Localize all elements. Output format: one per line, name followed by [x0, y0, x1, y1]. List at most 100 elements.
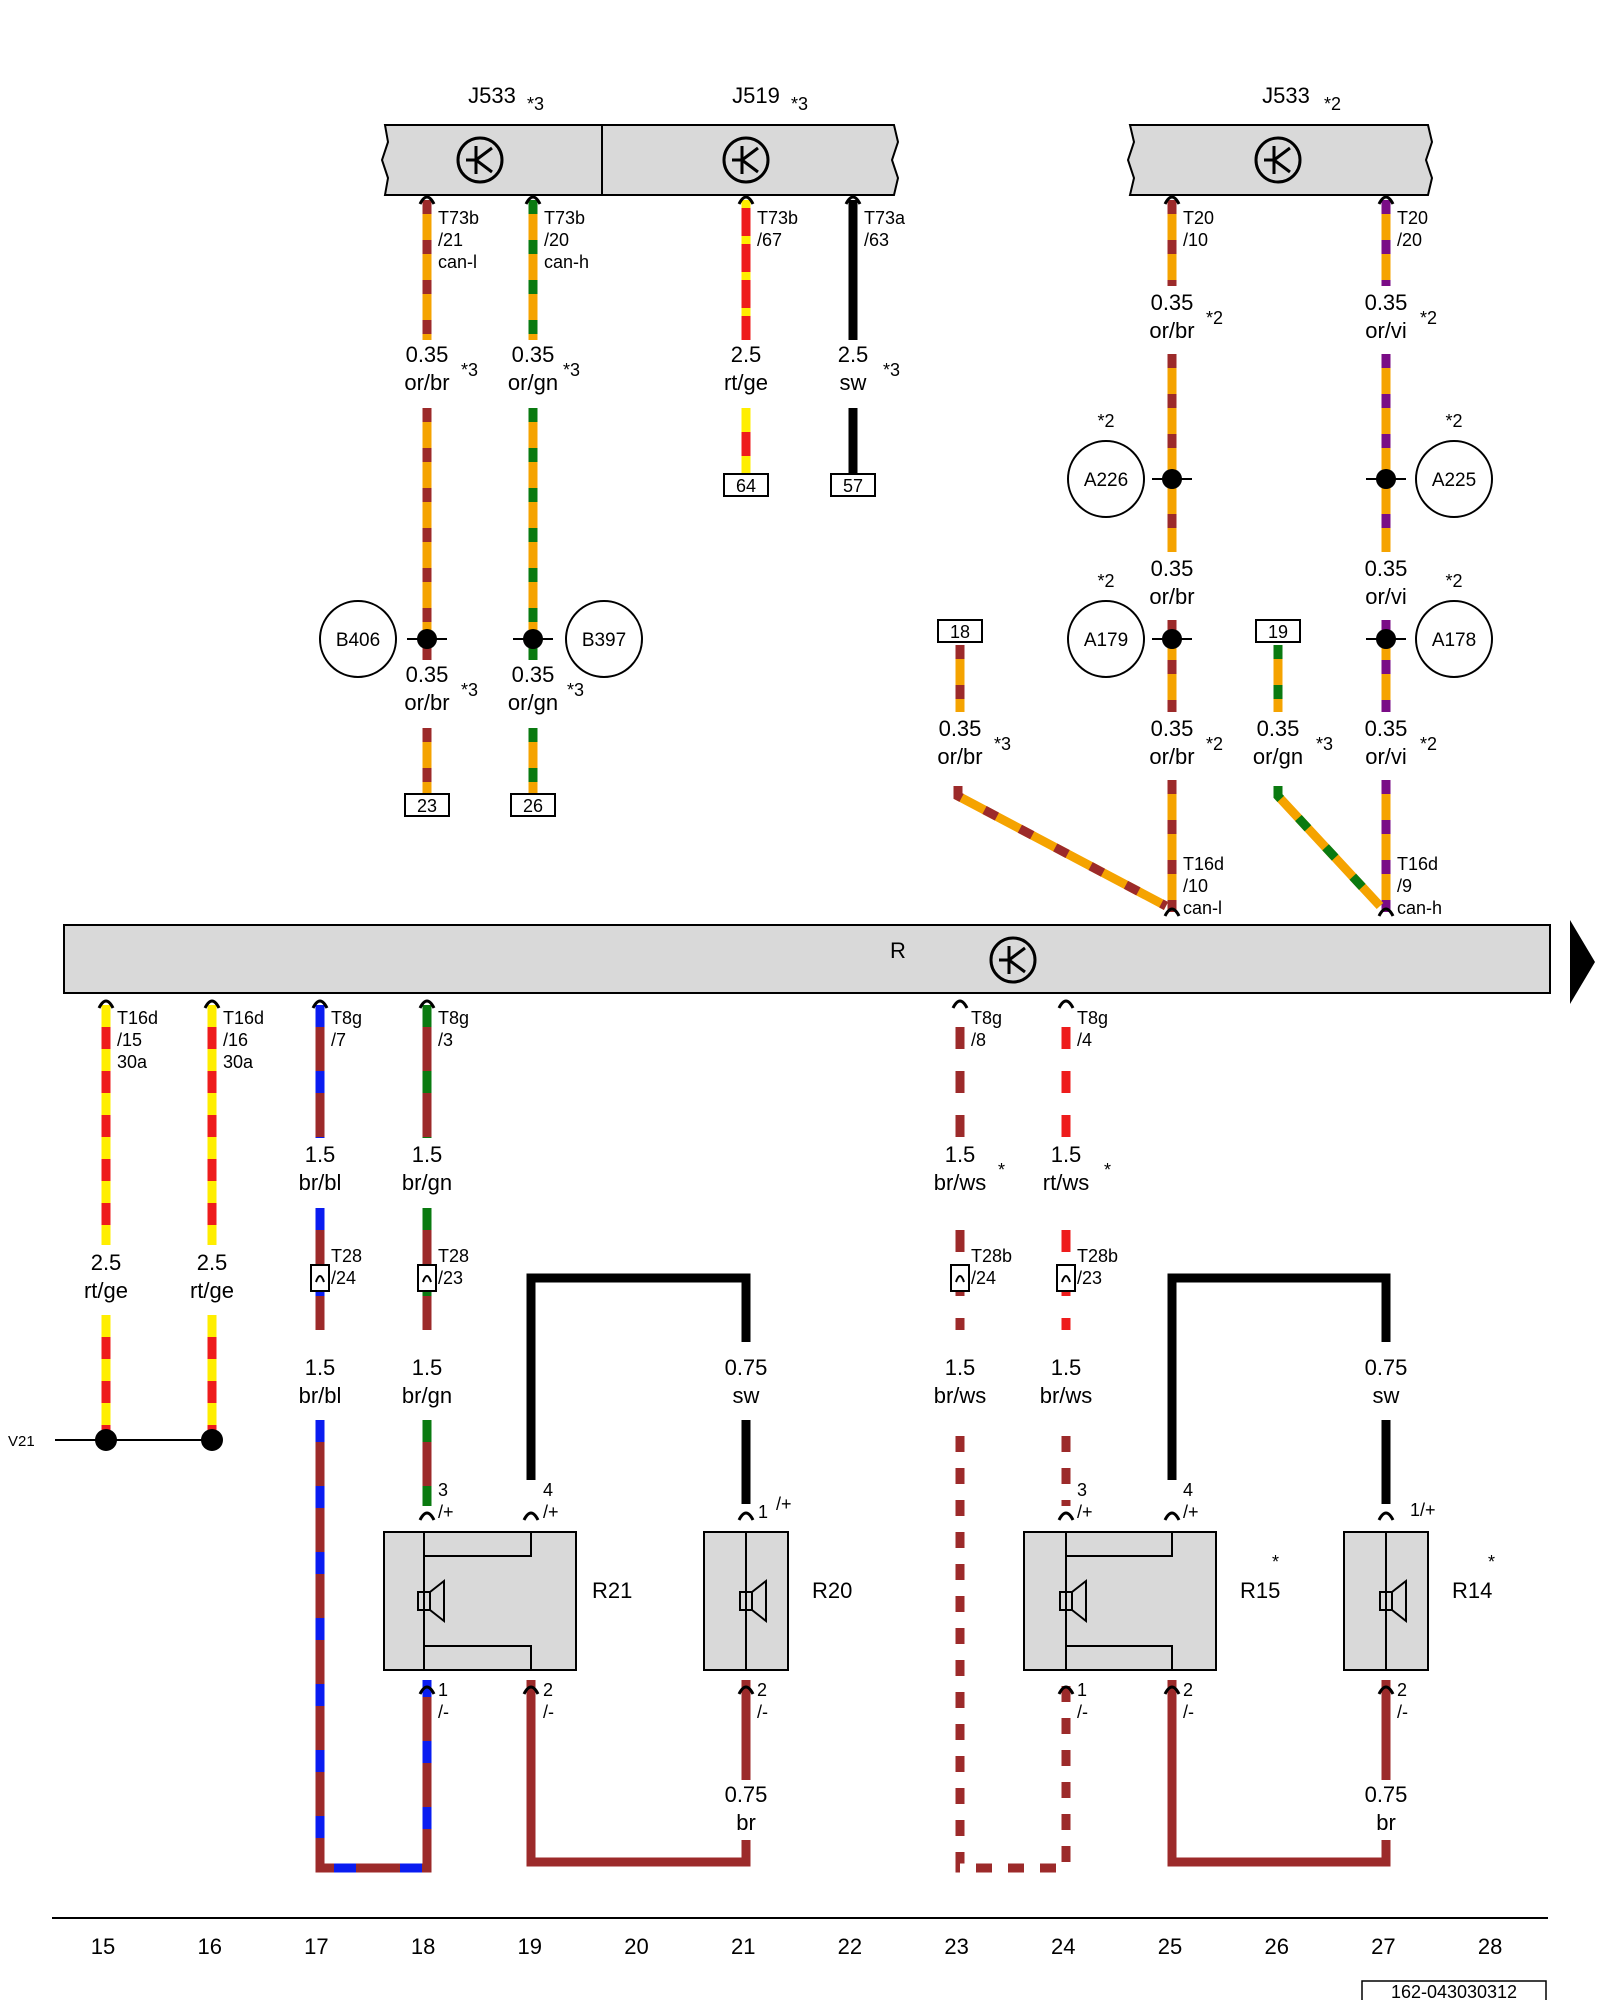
- wire-label-6-color: or/vi: [1365, 318, 1407, 343]
- inline-connector-hook: [955, 1275, 965, 1283]
- ref-64-box: [723, 473, 769, 497]
- speaker-icon: [417, 1578, 445, 1624]
- pin-r14-1: 1/+: [1410, 1500, 1436, 1520]
- wire-label-4-color: sw: [840, 370, 867, 395]
- splice-b397-label: B397: [582, 630, 626, 651]
- j533b-note: *2: [1324, 94, 1341, 114]
- connector-hook-icon: [737, 195, 755, 205]
- conn-t20-10-line1: /10: [1183, 230, 1208, 250]
- control-unit-r: R: [63, 924, 1551, 994]
- r14-note: *: [1488, 1552, 1495, 1572]
- wire-label-22-gauge: 1.5: [412, 1355, 443, 1380]
- pin-r15-2-line1: /-: [1183, 1702, 1194, 1722]
- splice-b397-circle: [565, 600, 643, 678]
- connector-hook-icon: [522, 1685, 540, 1695]
- conn-t8g-7-line0: T8g: [331, 1008, 362, 1028]
- wire-label-4-gauge: 2.5: [838, 342, 869, 367]
- conn-t16d-16-line0: T16d: [223, 1008, 264, 1028]
- diagram-id: 162-043030312: [1391, 1982, 1517, 2000]
- wire-label-28-gauge: 0.75: [1365, 1782, 1408, 1807]
- conn-t28b-23-line0: T28b: [1077, 1246, 1118, 1266]
- connector-hook-icon: [1163, 1511, 1181, 1521]
- conn-t16d-15-line2: 30a: [117, 1052, 148, 1072]
- connector-hook-icon: [1377, 907, 1395, 917]
- pin-r20-2-line0: 2: [757, 1680, 767, 1700]
- wire-label-20-color: rt/ge: [190, 1278, 234, 1303]
- conn-t16d-15-line1: /15: [117, 1030, 142, 1050]
- wire-br-ws-23-loop-stripe: [955, 1420, 1071, 1873]
- pin-r21-2-line0: 2: [543, 1680, 553, 1700]
- wire-label-27-color: br: [736, 1810, 756, 1835]
- wire-label-14-color: or/vi: [1365, 744, 1407, 769]
- scale-number: 26: [1264, 1934, 1288, 1959]
- wire-label-14-gauge: 0.35: [1365, 716, 1408, 741]
- pin-r15-3-line1: /+: [1077, 1502, 1093, 1522]
- wire-label-6-gauge: 0.35: [1365, 290, 1408, 315]
- wire-label-13-note: *3: [1316, 734, 1333, 754]
- wire-label-26-color: sw: [1373, 1383, 1400, 1408]
- conn-t8g-3-line0: T8g: [438, 1008, 469, 1028]
- conn-t73b-67-line0: T73b: [757, 208, 798, 228]
- splice-a225-note: *2: [1445, 411, 1462, 431]
- connector-hook-icon: [522, 1511, 540, 1521]
- wire-label-20-gauge: 2.5: [197, 1250, 228, 1275]
- conn-t73b-20-line2: can-h: [544, 252, 589, 272]
- ref-23-box: [404, 793, 450, 817]
- conn-t73a-63-line1: /63: [864, 230, 889, 250]
- splice-a226-label: A226: [1084, 470, 1128, 491]
- splice-a225-label: A225: [1432, 470, 1476, 491]
- connector-hook-icon: [737, 1685, 755, 1695]
- pin-r21-3-line0: 3: [438, 1480, 448, 1500]
- wire-label-2-color: or/gn: [508, 370, 558, 395]
- splice-a178-dot: [1376, 629, 1396, 649]
- speaker-icon: [739, 1578, 767, 1624]
- wire-label-23-gauge: 0.75: [725, 1355, 768, 1380]
- scale-number: 19: [518, 1934, 542, 1959]
- wire-label-23-color: sw: [733, 1383, 760, 1408]
- inline-connector-icon: [417, 1264, 437, 1292]
- pin-r14-2-line1: /-: [1397, 1702, 1408, 1722]
- splice-a178-note: *2: [1445, 571, 1462, 591]
- wire-label-13-color: or/gn: [1253, 744, 1303, 769]
- pin-r20-1: 1: [758, 1502, 768, 1522]
- wire-label-7-note: *3: [461, 680, 478, 700]
- pin-r15-4-line1: /+: [1183, 1502, 1199, 1522]
- connector-hook-icon: [418, 1511, 436, 1521]
- splice-a179-circle: [1067, 600, 1145, 678]
- pin-r14-2-line0: 2: [1397, 1680, 1407, 1700]
- wire-label-4-note: *3: [883, 360, 900, 380]
- pin-r21-4-line1: /+: [543, 1502, 559, 1522]
- wire-label-13-gauge: 0.35: [1257, 716, 1300, 741]
- wire-label-5-gauge: 0.35: [1151, 290, 1194, 315]
- conn-t73b-20-line1: /20: [544, 230, 569, 250]
- scale-number: 27: [1371, 1934, 1395, 1959]
- wire-label-27-gauge: 0.75: [725, 1782, 768, 1807]
- speaker-r14: R14 *: [1343, 1531, 1495, 1671]
- connector-hook-icon: [1377, 195, 1395, 205]
- inline-connector-icon: [950, 1264, 970, 1292]
- wire-label-28-color: br: [1376, 1810, 1396, 1835]
- conn-t16d-16-line2: 30a: [223, 1052, 254, 1072]
- connector-hook-icon: [1163, 907, 1181, 917]
- scale-number: 24: [1051, 1934, 1075, 1959]
- splice-a225-circle: [1415, 440, 1493, 518]
- wire-label-25-gauge: 1.5: [1051, 1355, 1082, 1380]
- connector-hook-icon: [844, 195, 862, 205]
- conn-t73b-67-line1: /67: [757, 230, 782, 250]
- conn-t20-20-line1: /20: [1397, 230, 1422, 250]
- wire-label-24-color: br/ws: [934, 1383, 987, 1408]
- speaker-r15: R15 *: [1023, 1531, 1280, 1671]
- inline-connector-hook: [315, 1275, 325, 1283]
- speaker-icon: [1059, 1578, 1087, 1624]
- wire-label-9-gauge: 0.35: [1151, 556, 1194, 581]
- conn-t73a-63-line0: T73a: [864, 208, 906, 228]
- conn-t73b-21-line1: /21: [438, 230, 463, 250]
- wire-label-1-note: *3: [461, 360, 478, 380]
- wire-label-1-gauge: 0.35: [406, 342, 449, 367]
- wire-label-7-gauge: 0.35: [406, 662, 449, 687]
- wire-label-11-note: *3: [994, 734, 1011, 754]
- ref-19: 19: [1268, 622, 1288, 642]
- conn-t16d-10-line2: can-l: [1183, 898, 1222, 918]
- scale-number: 23: [944, 1934, 968, 1959]
- ref-57: 57: [843, 476, 863, 496]
